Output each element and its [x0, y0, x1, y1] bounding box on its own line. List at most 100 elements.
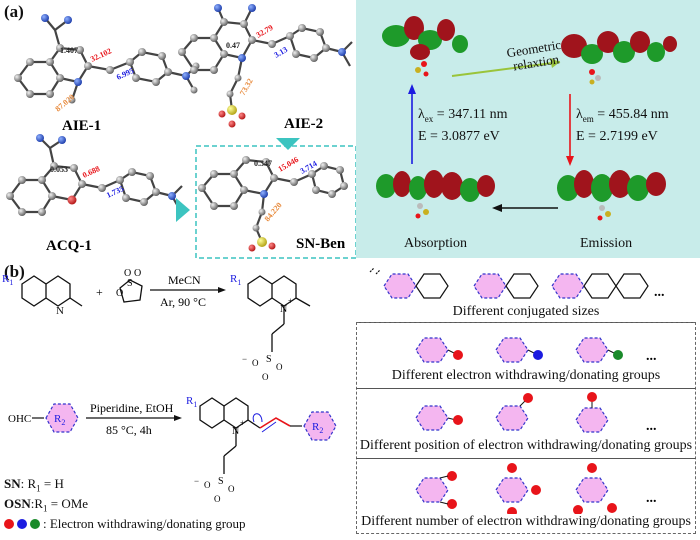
svg-text:...: ... — [646, 419, 657, 434]
svg-text:S: S — [127, 278, 133, 289]
reaction1-reagent: MeCN — [168, 273, 201, 287]
emission-label: Emission — [580, 236, 633, 251]
variation-boxes: ... Different conjugated sizes ... Diffe… — [356, 264, 696, 536]
orbital-top-left — [382, 16, 468, 77]
svg-text:S: S — [218, 476, 224, 487]
svg-text:R2: R2 — [54, 413, 65, 427]
box3-caption: Different position of electron withdrawi… — [359, 438, 693, 453]
number-rings: ... — [415, 463, 657, 514]
svg-text:+: + — [288, 296, 293, 306]
orbital-diagram — [376, 16, 677, 221]
aie1-d1: 1.407 — [60, 46, 78, 55]
reaction1-conditions: Ar, 90 °C — [160, 295, 206, 309]
aie1-name: AIE-1 — [62, 118, 101, 134]
snben-structure — [200, 158, 346, 243]
acq1-d2: 0.688 — [81, 164, 101, 180]
reaction2-reagent: Piperidine, EtOH — [90, 401, 174, 415]
svg-text:+: + — [240, 418, 245, 428]
aie1-d2: 32.102 — [89, 46, 113, 63]
svg-text:O: O — [204, 480, 211, 490]
aie2-d1: 0.47 — [226, 41, 240, 50]
sultone — [119, 279, 143, 303]
orbital-bottom-left — [376, 170, 495, 219]
svg-text:O: O — [228, 484, 235, 494]
acq1-atoms — [6, 134, 176, 216]
position-rings: ... — [415, 392, 657, 434]
acq1-d1: 0.053 — [50, 165, 68, 174]
box-ewg: ... Different electron withdrawing/donat… — [356, 324, 696, 389]
aie2-structure — [180, 7, 353, 111]
legend-osn: OSN:R1 = OMe — [4, 496, 89, 514]
box-conjugated: ... Different conjugated sizes — [356, 264, 696, 323]
box2-caption: Different electron withdrawing/donating … — [391, 368, 661, 383]
r1-label-3: R1 — [186, 395, 197, 409]
aie2-name: AIE-2 — [284, 116, 323, 132]
conjugated-rings: ... — [369, 267, 665, 300]
svg-text:N: N — [280, 304, 287, 315]
dot-red — [4, 519, 14, 529]
panel-a-molecules: 1.407 32.102 6.995 87.020 AIE-1 0.47 32.… — [6, 4, 357, 259]
box-position: ... Different position of electron withd… — [356, 390, 696, 459]
teal-arrow-down — [276, 138, 300, 150]
snben-atoms — [198, 156, 348, 252]
lambda-em: λem = 455.84 nm — [576, 107, 669, 124]
svg-text:O: O — [124, 268, 131, 279]
excitation-text: λex = 347.11 nm E = 3.0877 eV — [418, 106, 508, 146]
lambda-ex: λex = 347.11 nm — [418, 107, 508, 124]
box4-caption: Different number of electron withdrawing… — [361, 514, 691, 529]
snben-d1: 0.347 — [254, 159, 272, 168]
aie2-d2: 32.79 — [255, 23, 275, 40]
teal-arrow-right — [176, 198, 190, 222]
aie1-d3: 6.995 — [115, 66, 135, 82]
panel-b-letter: (b) — [4, 262, 25, 281]
orbital-bottom-right — [557, 170, 666, 221]
svg-text:...: ... — [646, 349, 657, 364]
orbital-top-right — [561, 31, 677, 85]
energy-em: E = 2.7199 eV — [576, 128, 658, 144]
svg-text:...: ... — [646, 491, 657, 506]
svg-text:...: ... — [654, 285, 665, 300]
r1-label-1: R1 — [2, 273, 13, 287]
aie1-atoms — [14, 14, 200, 104]
reaction2-conditions: 85 °C, 4h — [106, 423, 152, 437]
legend-dots: : Electron withdrawing/donating group — [4, 516, 246, 532]
svg-text:O: O — [134, 268, 141, 279]
snben-name: SN-Ben — [296, 236, 346, 252]
aie1-structure — [16, 17, 197, 101]
svg-text:O: O — [252, 358, 259, 368]
emission-text: λem = 455.84 nm E = 2.7199 eV — [576, 106, 669, 146]
acq1-structure — [8, 137, 183, 214]
dot-green — [30, 519, 40, 529]
r1-label-2: R1 — [230, 273, 241, 287]
svg-text:S: S — [266, 354, 272, 365]
product1 — [247, 275, 311, 352]
quinaldine — [21, 275, 83, 307]
legend-sn: SN: R1 = H — [4, 476, 64, 494]
svg-text:+: + — [96, 285, 103, 299]
box1-caption: Different conjugated sizes — [452, 304, 600, 319]
svg-text:O: O — [262, 372, 269, 382]
svg-text:−: − — [194, 476, 199, 486]
svg-text:O: O — [116, 288, 123, 299]
ewg-rings: ... — [415, 337, 657, 364]
aie2-atoms — [178, 4, 346, 128]
snben-d2: 15.046 — [277, 155, 301, 174]
relaxation-arrow — [451, 61, 561, 77]
dashed-group — [356, 322, 696, 534]
svg-text:−: − — [242, 354, 247, 364]
svg-text:O: O — [214, 494, 221, 504]
acq1-name: ACQ-1 — [46, 238, 92, 254]
aie2-d3: 3.13 — [273, 45, 290, 60]
snben-d4: 84.220 — [263, 201, 284, 224]
r2-ring-2 — [303, 411, 337, 441]
svg-text:N: N — [232, 426, 239, 437]
r2-ring-1 — [45, 403, 79, 433]
legend-dots-text: : Electron withdrawing/donating group — [43, 516, 246, 531]
energy-ex: E = 3.0877 eV — [418, 128, 500, 144]
absorption-label: Absorption — [404, 236, 467, 251]
product2 — [199, 397, 261, 474]
svg-text:O: O — [276, 362, 283, 372]
svg-text:N: N — [56, 305, 64, 317]
aldehyde-label: OHC — [8, 413, 31, 425]
